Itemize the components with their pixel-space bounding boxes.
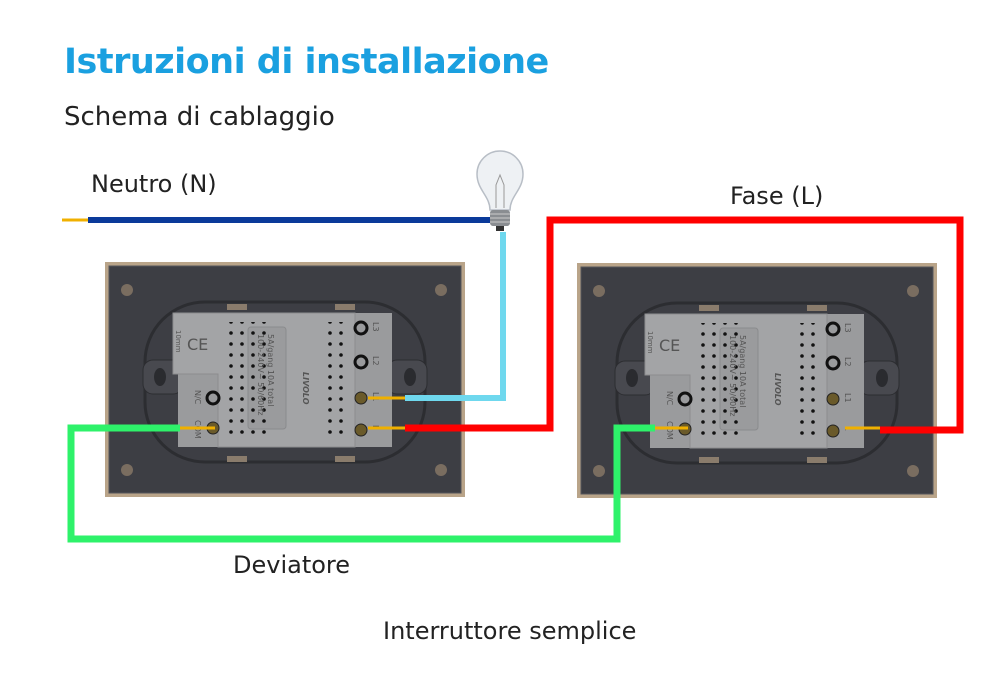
terminal-label: N/C bbox=[193, 390, 202, 405]
rating-text: 5A/gang 10A total bbox=[738, 335, 747, 407]
traveler-wire bbox=[67, 424, 655, 543]
one-way-switch-label: Interruttore semplice bbox=[383, 617, 637, 645]
light-bulb-icon bbox=[476, 150, 524, 231]
two-way-switch-label: Deviatore bbox=[233, 551, 351, 579]
phase-label: Fase (L) bbox=[730, 182, 824, 210]
terminal-label: L1 bbox=[843, 393, 852, 403]
rating-text: 100-240V~ 50/60Hz bbox=[256, 334, 265, 415]
brand-text: LIVOLO bbox=[773, 373, 782, 406]
terminal-label: L2 bbox=[843, 357, 852, 367]
rating-text: 5A/gang 10A total bbox=[266, 334, 275, 406]
wire-tips bbox=[62, 218, 882, 430]
page-title: Istruzioni di installazione bbox=[64, 42, 549, 82]
terminal-label: L2 bbox=[371, 356, 380, 366]
brand-text: LIVOLO bbox=[301, 372, 310, 405]
terminal-label: L3 bbox=[371, 322, 380, 332]
strip-gauge: 10mm bbox=[174, 330, 182, 353]
neutral-label: Neutro (N) bbox=[91, 170, 217, 198]
one-way-switch-panel: 100-240V~ 50/60Hz 5A/gang 10A total LIVO… bbox=[575, 261, 939, 500]
ce-mark: CE bbox=[187, 335, 208, 354]
load-wire bbox=[405, 232, 506, 401]
strip-gauge: 10mm bbox=[646, 331, 654, 354]
page-subtitle: Schema di cablaggio bbox=[64, 102, 335, 132]
rating-text: 100-240V~ 50/60Hz bbox=[728, 335, 737, 416]
terminal-label: COM bbox=[665, 421, 674, 440]
terminal-label: N/C bbox=[665, 391, 674, 406]
phase-wire-left bbox=[405, 216, 964, 434]
terminal-label: L3 bbox=[843, 323, 852, 333]
two-way-switch-panel: 100-240V~ 50/60Hz 5A/gang 10A total LIVO… bbox=[103, 260, 467, 499]
ce-mark: CE bbox=[659, 336, 680, 355]
